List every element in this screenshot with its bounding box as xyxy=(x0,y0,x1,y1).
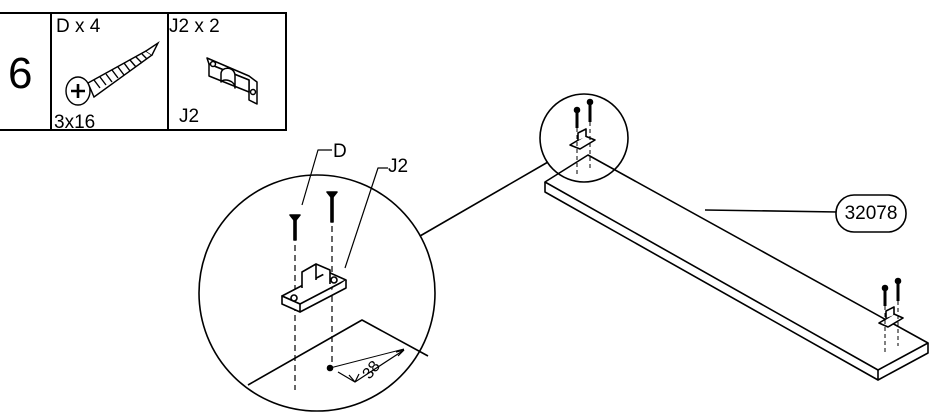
detail-circle-large xyxy=(198,174,436,412)
screw-icon xyxy=(65,40,160,106)
dimension-label: 38 xyxy=(359,358,384,383)
bracket-detail xyxy=(281,263,347,313)
parts-table: 6 D x 4 3x16 J2 x 2 J2 xyxy=(0,12,287,133)
step-cell: 6 xyxy=(0,14,52,129)
small-hardware-left xyxy=(569,98,596,175)
detail-circle-small xyxy=(539,93,629,183)
callout-bracket-label: J2 xyxy=(388,156,408,177)
callout-screw-label: D xyxy=(333,141,347,162)
part-size-label: 3x16 xyxy=(54,112,96,133)
part-size-label: J2 xyxy=(179,106,200,127)
part-count-label: D x 4 xyxy=(56,16,101,37)
part-number-bubble xyxy=(835,194,907,233)
part-count-label: J2 x 2 xyxy=(169,16,220,37)
detail-connector xyxy=(419,161,549,237)
shelf-board xyxy=(544,154,929,381)
small-hardware-right xyxy=(878,277,904,352)
board-edge-detail xyxy=(247,319,429,386)
screw-detail xyxy=(289,191,338,390)
part-number-leader xyxy=(704,209,839,213)
bracket-icon xyxy=(206,57,258,105)
step-number: 6 xyxy=(8,49,33,98)
part-cell-bracket: J2 x 2 J2 xyxy=(169,14,287,129)
part-number-label: 32078 xyxy=(845,203,898,224)
part-cell-screw: D x 4 3x16 xyxy=(52,14,169,133)
